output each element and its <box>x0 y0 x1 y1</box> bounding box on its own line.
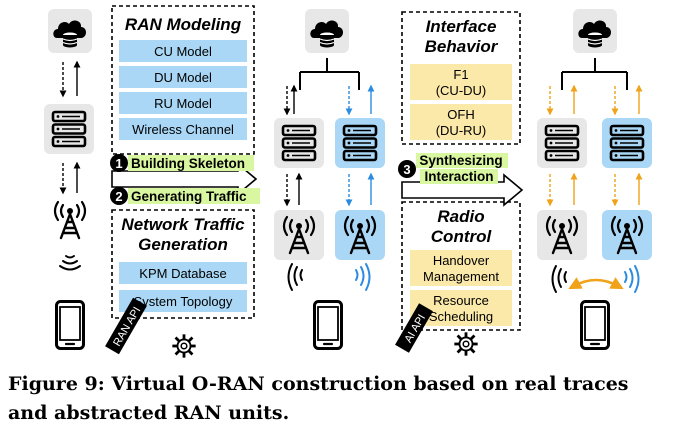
step-1-highlight <box>128 155 254 171</box>
traffic-title-line1: Network Traffic <box>121 215 245 234</box>
interface-behavior-panel: Interface Behavior F1 (CU-DU) OFH (DU-RU… <box>401 11 521 145</box>
phone-icon <box>55 300 85 350</box>
cloud-database-icon <box>573 9 617 53</box>
du-model-label: DU Model <box>154 70 212 85</box>
step-1-badge <box>110 154 128 172</box>
resource-line1: Resource <box>433 293 489 308</box>
step-3-highlight-2 <box>420 169 498 184</box>
step-3-badge <box>398 160 416 178</box>
traffic-title-line2: Generation <box>138 235 228 254</box>
column-3 <box>537 9 652 350</box>
caption-line-1: Figure 9: Virtual O-RAN construction bas… <box>8 373 629 395</box>
ofh-line2: (DU-RU) <box>436 123 487 138</box>
system-topology-label: System Topology <box>134 294 233 309</box>
column-2 <box>274 9 385 350</box>
cloud-database-icon <box>48 9 92 53</box>
ofh-box: OFH (DU-RU) <box>410 104 512 140</box>
step-arrow-3: 3 Synthesizing Interaction <box>398 153 524 207</box>
ru-model-label: RU Model <box>154 96 212 111</box>
ofh-line1: OFH <box>447 107 474 122</box>
tower-tile-gray <box>537 210 587 260</box>
ran-modeling-panel: RAN Modeling CU Model DU Model RU Model … <box>111 5 255 155</box>
f1-box: F1 (CU-DU) <box>410 64 512 100</box>
kpm-database-box: KPM Database <box>119 262 247 284</box>
figure-caption: Figure 9: Virtual O-RAN construction bas… <box>8 370 692 428</box>
ran-modeling-title: RAN Modeling <box>125 15 242 34</box>
resource-line2: Scheduling <box>429 309 493 324</box>
signal-waves-icon <box>59 255 81 271</box>
signal-waves-icon <box>287 263 303 291</box>
wireless-channel-label: Wireless Channel <box>132 122 234 137</box>
ru-model-box: RU Model <box>119 92 247 114</box>
tower-tile-blue <box>602 210 652 260</box>
radio-title-line1: Radio <box>437 207 484 226</box>
signal-waves-blue-icon <box>624 265 640 293</box>
phone-icon <box>580 300 610 350</box>
handover-line1: Handover <box>433 253 490 268</box>
signal-waves-icon <box>551 265 567 293</box>
du-model-box: DU Model <box>119 66 247 88</box>
handover-arrow <box>568 277 624 290</box>
step-3-highlight-1 <box>416 153 508 168</box>
radio-title-line2: Control <box>431 227 493 246</box>
kpm-database-label: KPM Database <box>139 266 226 281</box>
caption-line-2: and abstracted RAN units. <box>8 402 290 424</box>
antenna-tower-icon <box>53 200 87 240</box>
step-3-label-line1: Synthesizing <box>419 153 502 168</box>
tower-tile-blue <box>335 210 385 260</box>
traffic-generation-panel: Network Traffic Generation KPM Database … <box>111 209 255 319</box>
handover-line2: Management <box>423 269 499 284</box>
step-2-number: 2 <box>115 189 122 204</box>
step-3-number: 3 <box>403 162 410 177</box>
tower-tile-gray <box>274 210 324 260</box>
step-arrow-1-2: 1 Building Skeleton 2 Generating Traffic <box>110 154 260 205</box>
f1-line2: (CU-DU) <box>436 83 487 98</box>
step-2-label: Generating Traffic <box>131 189 247 204</box>
step-3-label-line2: Interaction <box>424 169 493 184</box>
phone-icon <box>313 300 343 350</box>
cloud-database-icon <box>305 9 349 53</box>
step-1-label: Building Skeleton <box>131 156 245 171</box>
gear-icon <box>172 334 196 358</box>
gear-icon <box>454 332 478 356</box>
step-2-highlight <box>128 188 260 204</box>
signal-waves-blue-icon <box>355 263 371 291</box>
wireless-channel-box: Wireless Channel <box>119 118 247 140</box>
handover-management-box: Handover Management <box>410 250 512 286</box>
step-1-number: 1 <box>115 156 122 171</box>
step-2-badge <box>110 187 128 205</box>
interface-title-line1: Interface <box>426 17 497 36</box>
interface-title-line2: Behavior <box>425 37 499 56</box>
system-topology-box: System Topology <box>119 290 247 312</box>
f1-line1: F1 <box>453 67 468 82</box>
cu-model-label: CU Model <box>154 44 212 59</box>
column-1 <box>44 9 94 350</box>
cu-model-box: CU Model <box>119 40 247 62</box>
